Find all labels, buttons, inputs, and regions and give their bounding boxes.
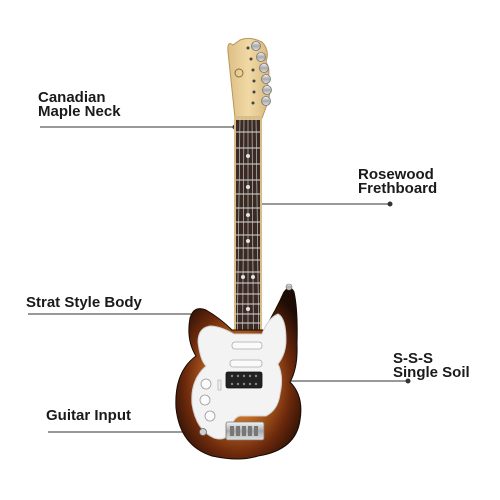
neck <box>234 116 262 441</box>
callout-neck-line2: Maple Neck <box>38 103 121 120</box>
callout-body-line1: Strat Style Body <box>26 294 142 311</box>
callout-pickup-line2: Single Soil <box>393 364 470 381</box>
callout-pickup: S-S-S Single Soil <box>393 350 470 381</box>
callout-neck-line1: Canadian <box>38 89 106 106</box>
headstock <box>227 37 272 119</box>
callout-fret-line1: Rosewood <box>358 166 434 183</box>
leader-dot-pickup <box>405 378 411 384</box>
body <box>175 283 302 460</box>
callout-input: Guitar Input <box>46 407 131 424</box>
input-jack <box>199 428 207 436</box>
callout-input-line1: Guitar Input <box>46 407 131 424</box>
leader-dot-fret <box>387 201 393 207</box>
callout-neck: Canadian Maple Neck <box>38 89 121 120</box>
callout-body: Strat Style Body <box>26 294 142 311</box>
callout-pickup-line1: S-S-S <box>393 350 434 367</box>
callout-fret-line2: Frethboard <box>358 180 438 197</box>
callout-fretboard: Rosewood Frethboard <box>358 166 438 197</box>
